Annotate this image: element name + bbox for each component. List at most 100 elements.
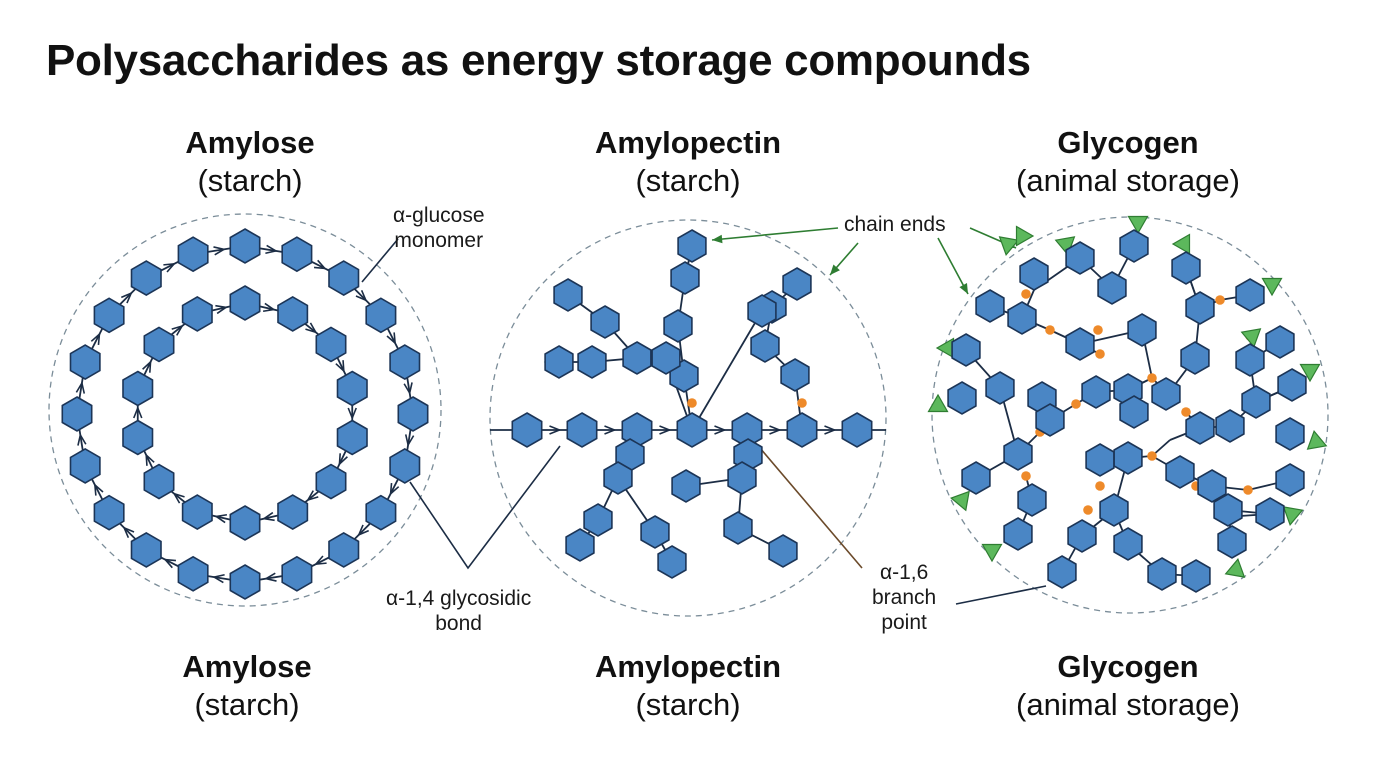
glucose-hexagon <box>1047 555 1077 589</box>
glucose-hexagon <box>1265 325 1295 359</box>
bond-arrow <box>824 425 837 435</box>
glucose-hexagon <box>328 260 360 297</box>
glycogen-footer: Glycogen (animal storage) <box>958 648 1298 724</box>
glucose-hexagon <box>336 370 368 407</box>
bond-arrow <box>172 492 185 504</box>
bond-arrow <box>142 360 152 373</box>
glucose-hexagon <box>1181 559 1211 593</box>
bond-arrow <box>263 572 277 582</box>
glucose-hexagon <box>1215 409 1245 443</box>
glucose-hexagon <box>975 289 1005 323</box>
glucose-hexagon <box>277 494 309 531</box>
chain-end-triangle <box>1224 558 1246 578</box>
chain-ends-pointer-4-head <box>959 283 968 294</box>
chain-end-triangle <box>998 236 1020 256</box>
amylose-header: Amylose (starch) <box>80 124 420 200</box>
chain-ends-pointer-2-head <box>830 264 840 275</box>
glucose-hexagon <box>69 447 101 484</box>
glucose-hexagon <box>1119 229 1149 263</box>
glucose-hexagon <box>177 555 209 592</box>
glucose-hexagon <box>1165 455 1195 489</box>
glucose-hexagon <box>786 412 818 448</box>
glucose-hexagon <box>677 229 707 263</box>
chain-ends-pointer-1-head <box>712 234 723 244</box>
branch-point-dot <box>1021 471 1031 481</box>
glucose-hexagon <box>143 463 175 500</box>
glucose-hexagon <box>657 545 687 579</box>
amylopectin-footer-name: Amylopectin <box>594 649 782 684</box>
chain-end-triangle <box>950 490 970 512</box>
glucose-hexagon <box>603 461 633 495</box>
glycogen-header: Glycogen (animal storage) <box>958 124 1298 200</box>
bond-arrow <box>213 246 227 256</box>
bond-arrow <box>215 304 229 315</box>
bond-arrow <box>604 425 617 435</box>
glycosidic-pointer <box>409 445 561 570</box>
glucose-hexagon <box>389 447 421 484</box>
glucose-hexagon <box>663 309 693 343</box>
glucose-hexagon <box>1097 271 1127 305</box>
amylopectin-footer-subtitle: (starch) <box>635 686 741 722</box>
glucose-hexagon <box>1065 327 1095 361</box>
bond-arrow <box>211 573 225 584</box>
bond-arrow <box>347 407 357 421</box>
glucose-hexagon <box>1213 493 1243 527</box>
glucose-hexagon <box>1147 557 1177 591</box>
branch-pointer <box>759 447 863 569</box>
chain-end-triangle <box>1127 215 1149 235</box>
glucose-hexagon <box>670 261 700 295</box>
glucose-hexagon <box>122 419 154 456</box>
glycogen-footer-subtitle: (animal storage) <box>1016 686 1240 722</box>
glucose-hexagon <box>1197 469 1227 503</box>
glycogen-subtitle: (animal storage) <box>1016 162 1240 198</box>
chain-end-triangle <box>1054 236 1076 256</box>
bond-arrow <box>313 259 327 270</box>
glucose-hexagon <box>315 463 347 500</box>
monomer-label-text: α-glucose monomer <box>393 204 485 252</box>
page-title: Polysaccharides as energy storage compou… <box>46 36 1031 85</box>
glucose-hexagon <box>565 528 595 562</box>
chain-end-triangle <box>1015 225 1035 247</box>
amylopectin-name: Amylopectin <box>594 125 782 160</box>
chain-end-triangle <box>1261 277 1283 297</box>
glucose-hexagon <box>782 267 812 301</box>
chain-ends-label: chain ends <box>844 213 946 238</box>
chain-end-triangle <box>1240 328 1262 348</box>
glucose-hexagon <box>1099 493 1129 527</box>
glucose-hexagon <box>676 412 708 448</box>
amylopectin-header: Amylopectin (starch) <box>518 124 858 200</box>
glycogen-name: Glycogen <box>1057 125 1199 160</box>
bond-arrow <box>403 382 413 396</box>
glucose-hexagon <box>1085 443 1115 477</box>
branch-pointer-glycogen <box>955 585 1047 605</box>
glucose-hexagon <box>1185 291 1215 325</box>
bond-arrow <box>120 291 133 304</box>
amylose-outline <box>48 213 442 607</box>
glucose-hexagon <box>1017 483 1047 517</box>
glucose-hexagon <box>122 370 154 407</box>
glucose-hexagon <box>229 564 261 600</box>
glucose-hexagon <box>544 345 574 379</box>
bond-arrow <box>357 524 370 537</box>
branch-point-dot <box>1095 349 1105 359</box>
amylose-footer-subtitle: (starch) <box>194 686 300 722</box>
glucose-hexagon <box>1003 437 1033 471</box>
glucose-hexagon <box>1081 375 1111 409</box>
glucose-hexagon <box>229 228 261 264</box>
chain-end-triangle <box>935 337 955 359</box>
glucose-hexagon <box>181 494 213 531</box>
amylose-name: Amylose <box>185 125 315 160</box>
bond-arrow <box>549 425 562 435</box>
glucose-hexagon <box>177 236 209 273</box>
glycosidic-bond-label-text: α-1,4 glycosidic bond <box>386 587 532 635</box>
chain-end-triangle <box>1299 363 1321 383</box>
branch-point-dot <box>687 398 697 408</box>
bond-arrow <box>133 405 143 419</box>
monomer-pointer <box>361 238 399 283</box>
glucose-hexagon <box>640 515 670 549</box>
glucose-hexagon <box>130 531 162 568</box>
monomer-label: α-glucose monomer <box>393 204 485 254</box>
glucose-hexagon <box>389 344 421 381</box>
bond-arrow <box>262 302 276 313</box>
bond-arrow <box>265 244 279 255</box>
